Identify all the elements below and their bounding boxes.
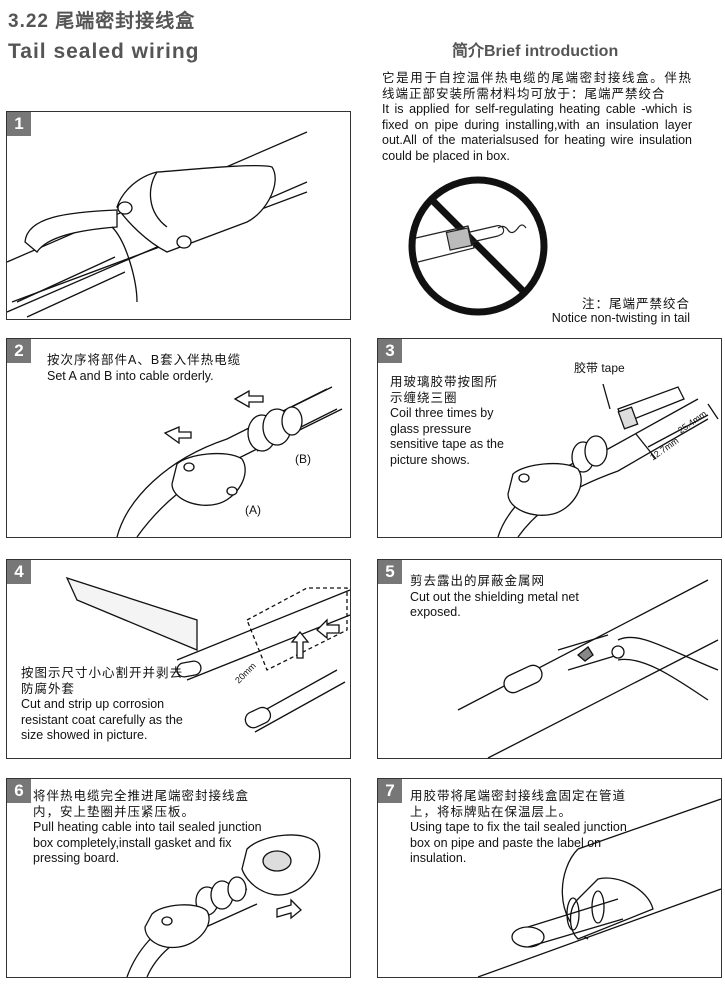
step-2-text: 按次序将部件A、B套入伴热电缆 Set A and B into cable o…: [47, 353, 287, 384]
step-4-number: 4: [7, 560, 31, 584]
step-4-text-en: Cut and strip up corrosion resistant coa…: [21, 697, 183, 743]
step-6-text-cn: 将伴热电缆完全推进尾端密封接线盒内，安上垫圈并压紧压板。: [33, 789, 250, 819]
step-1-illustration: [7, 131, 308, 318]
step-5-panel: 5 剪去露出的屏蔽金属网 Cut out the shielding metal…: [377, 559, 722, 759]
step-3-number: 3: [378, 339, 402, 363]
step-6-panel: 6 将伴热电缆完全推进尾端密封接线盒内，安上垫圈并压紧压板。 Pull heat…: [6, 778, 351, 978]
step-1-panel: 1: [6, 111, 351, 320]
step-2-illustration: [116, 386, 343, 537]
tape-label: 胶带 tape: [574, 361, 625, 375]
notice-cn: 注：尾端严禁绞合: [581, 297, 690, 311]
step-2-text-en: Set A and B into cable orderly.: [47, 368, 214, 383]
page-title-cn: 3.22 尾端密封接线盒: [8, 11, 196, 32]
step-3-text-cn: 用玻璃胶带按图所示缠绕三圈: [390, 375, 499, 405]
step-7-text-cn: 用胶带将尾端密封接线盒固定在管道上，将标牌贴在保温层上。: [410, 789, 627, 819]
step-6-text-en: Pull heating cable into tail sealed junc…: [33, 820, 262, 866]
intro-text-en: It is applied for self-regulating heatin…: [382, 102, 692, 163]
step-4-text: 按图示尺寸小心割开并剥去防腐外套 Cut and strip up corros…: [21, 666, 196, 744]
step-7-text: 用胶带将尾端密封接线盒固定在管道上，将标牌贴在保温层上。 Using tape …: [410, 789, 650, 867]
step-3-panel: 3 用玻璃胶带按图所示缠绕三圈 Coil three times by glas…: [377, 338, 722, 538]
notice-en: Notice non-twisting in tail: [551, 311, 690, 325]
label-b: (B): [295, 452, 311, 466]
intro-text-cn: 它是用于自控温伴热电缆的尾端密封接线盒。伴热线端正部安装所需材料均可放于：尾端严…: [382, 71, 692, 101]
step-4-panel: 4 按图示尺寸小心割开并剥去防腐外套 Cut and strip up corr…: [6, 559, 351, 759]
step-5-number: 5: [378, 560, 402, 584]
step-3-text: 用玻璃胶带按图所示缠绕三圈 Coil three times by glass …: [390, 375, 508, 469]
intro-text: 它是用于自控温伴热电缆的尾端密封接线盒。伴热线端正部安装所需材料均可放于：尾端严…: [382, 71, 692, 165]
step-5-text-en: Cut out the shielding metal net exposed.: [410, 589, 579, 620]
step-5-text-cn: 剪去露出的屏蔽金属网: [410, 574, 546, 588]
step-6-number: 6: [7, 779, 31, 803]
intro-heading: 简介Brief introduction: [452, 43, 619, 60]
step-7-text-en: Using tape to fix the tail sealed juncti…: [410, 820, 627, 866]
step-4-illustration: [65, 576, 350, 733]
step-1-number: 1: [7, 112, 31, 136]
step-5-text: 剪去露出的屏蔽金属网 Cut out the shielding metal n…: [410, 574, 630, 621]
step-3-illustration: [497, 383, 719, 537]
step-4-text-cn: 按图示尺寸小心割开并剥去防腐外套: [21, 666, 184, 696]
step-5-illustration: [457, 579, 719, 758]
step-7-number: 7: [378, 779, 402, 803]
step-7-panel: 7 用胶带将尾端密封接线盒固定在管道上，将标牌贴在保温层上。 Using tap…: [377, 778, 722, 978]
page-title-en: Tail sealed wiring: [8, 40, 200, 63]
step-2-panel: 2 按次序将部件A、B套入伴热电缆 Set A and B into cable…: [6, 338, 351, 538]
step-3-text-en: Coil three times by glass pressure sensi…: [390, 406, 504, 467]
step-2-text-cn: 按次序将部件A、B套入伴热电缆: [47, 353, 242, 367]
step-6-text: 将伴热电缆完全推进尾端密封接线盒内，安上垫圈并压紧压板。 Pull heatin…: [33, 789, 273, 867]
step-6-illustration: [126, 834, 321, 977]
label-a: (A): [245, 503, 261, 517]
step-7-illustration: [477, 798, 721, 977]
step-2-number: 2: [7, 339, 31, 363]
